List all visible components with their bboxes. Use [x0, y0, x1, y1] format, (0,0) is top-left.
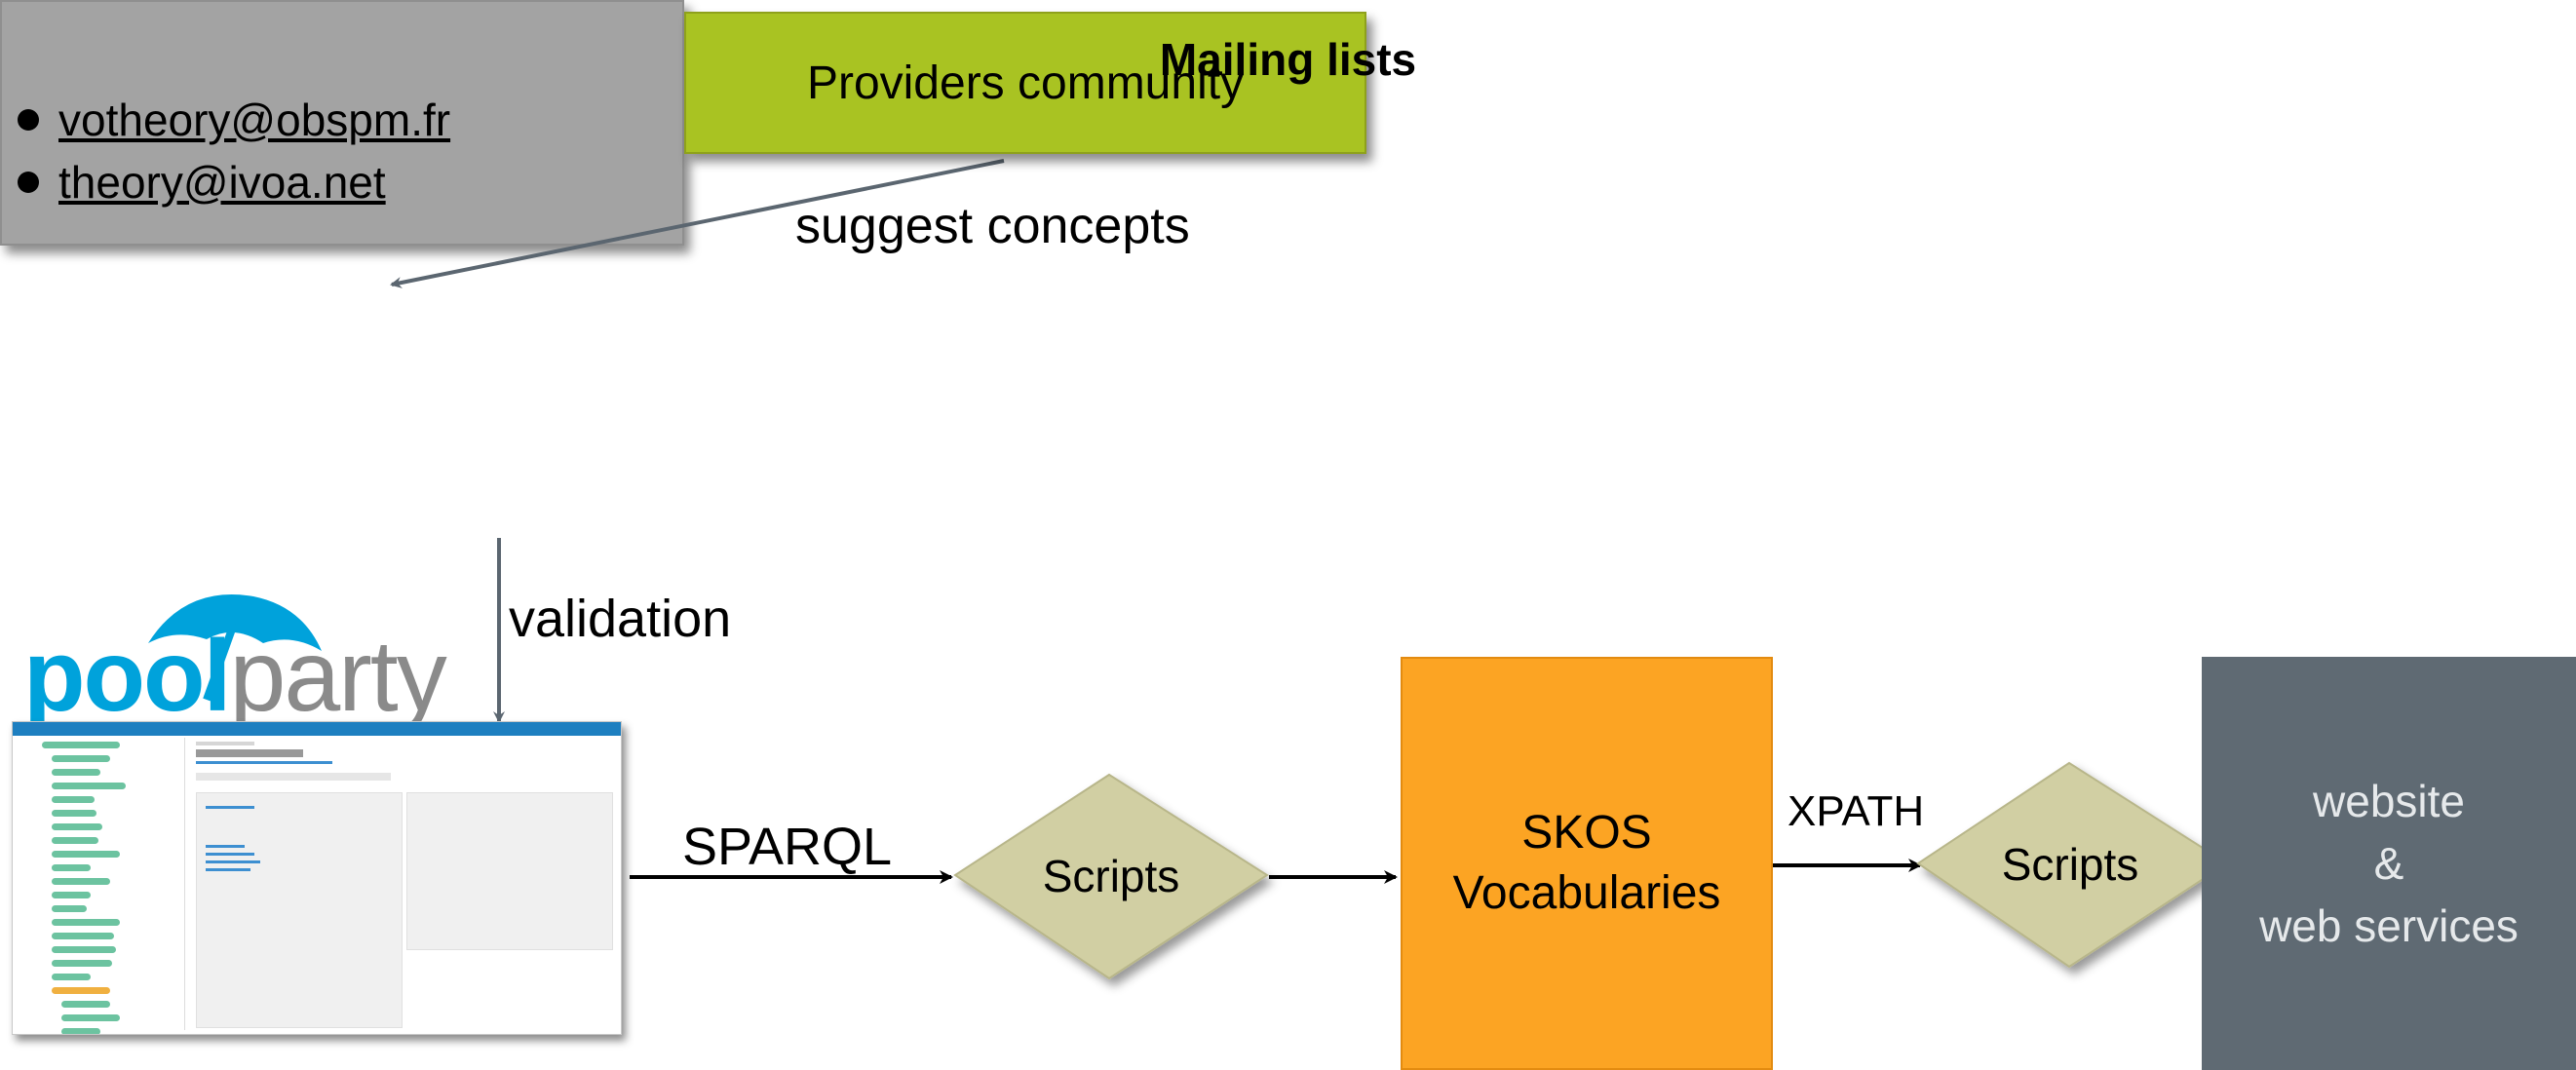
suggest-arrow	[390, 159, 1005, 288]
skos-line1: SKOS	[1521, 807, 1652, 859]
mailing-lists-title: Mailing lists	[1159, 34, 1417, 85]
bullet-icon	[18, 172, 39, 193]
scripts-diamond-1	[953, 773, 1269, 980]
bullet-icon	[18, 109, 39, 131]
poolparty-concept-tree	[17, 738, 185, 1034]
poolparty-logo-party: party	[229, 620, 446, 733]
poolparty-umbrella-handle	[203, 622, 238, 702]
website-web-services-box: website & web services	[2202, 657, 2576, 1070]
suggest-concepts-label: suggest concepts	[795, 198, 1190, 254]
scripts-label-2: Scripts	[2001, 839, 2139, 890]
mailing-link-theory[interactable]: theory@ivoa.net	[58, 157, 386, 208]
mailing-lists-box: Mailing lists votheory@obspm.fr theory@i…	[0, 0, 1416, 246]
mailing-link-votheory[interactable]: votheory@obspm.fr	[58, 95, 451, 145]
poolparty-umbrella-icon	[148, 594, 322, 651]
xpath-label: XPATH	[1788, 787, 1925, 835]
web-line2: &	[2373, 838, 2404, 889]
poolparty-logo-pool: pool	[23, 620, 231, 733]
scripts-diamond-2	[1916, 761, 2229, 969]
poolparty-menu-bar	[13, 722, 621, 736]
sparql-label: SPARQL	[682, 818, 893, 876]
mailing-list-item: theory@ivoa.net	[18, 156, 386, 209]
skos-vocabularies-box: SKOS Vocabularies	[1401, 657, 1773, 1070]
skos-line2: Vocabularies	[1452, 867, 1721, 919]
poolparty-logo: poolparty	[23, 626, 447, 727]
providers-label: Providers community	[806, 57, 1245, 109]
poolparty-screenshot	[12, 721, 622, 1035]
poolparty-concept-detail	[186, 738, 617, 1030]
mailing-list-item: votheory@obspm.fr	[18, 94, 450, 146]
providers-community-box: Providers community	[684, 12, 1366, 154]
web-line1: website	[2313, 776, 2465, 826]
validation-label: validation	[509, 590, 732, 648]
scripts-label-1: Scripts	[1042, 851, 1180, 901]
web-line3: web services	[2259, 900, 2518, 951]
